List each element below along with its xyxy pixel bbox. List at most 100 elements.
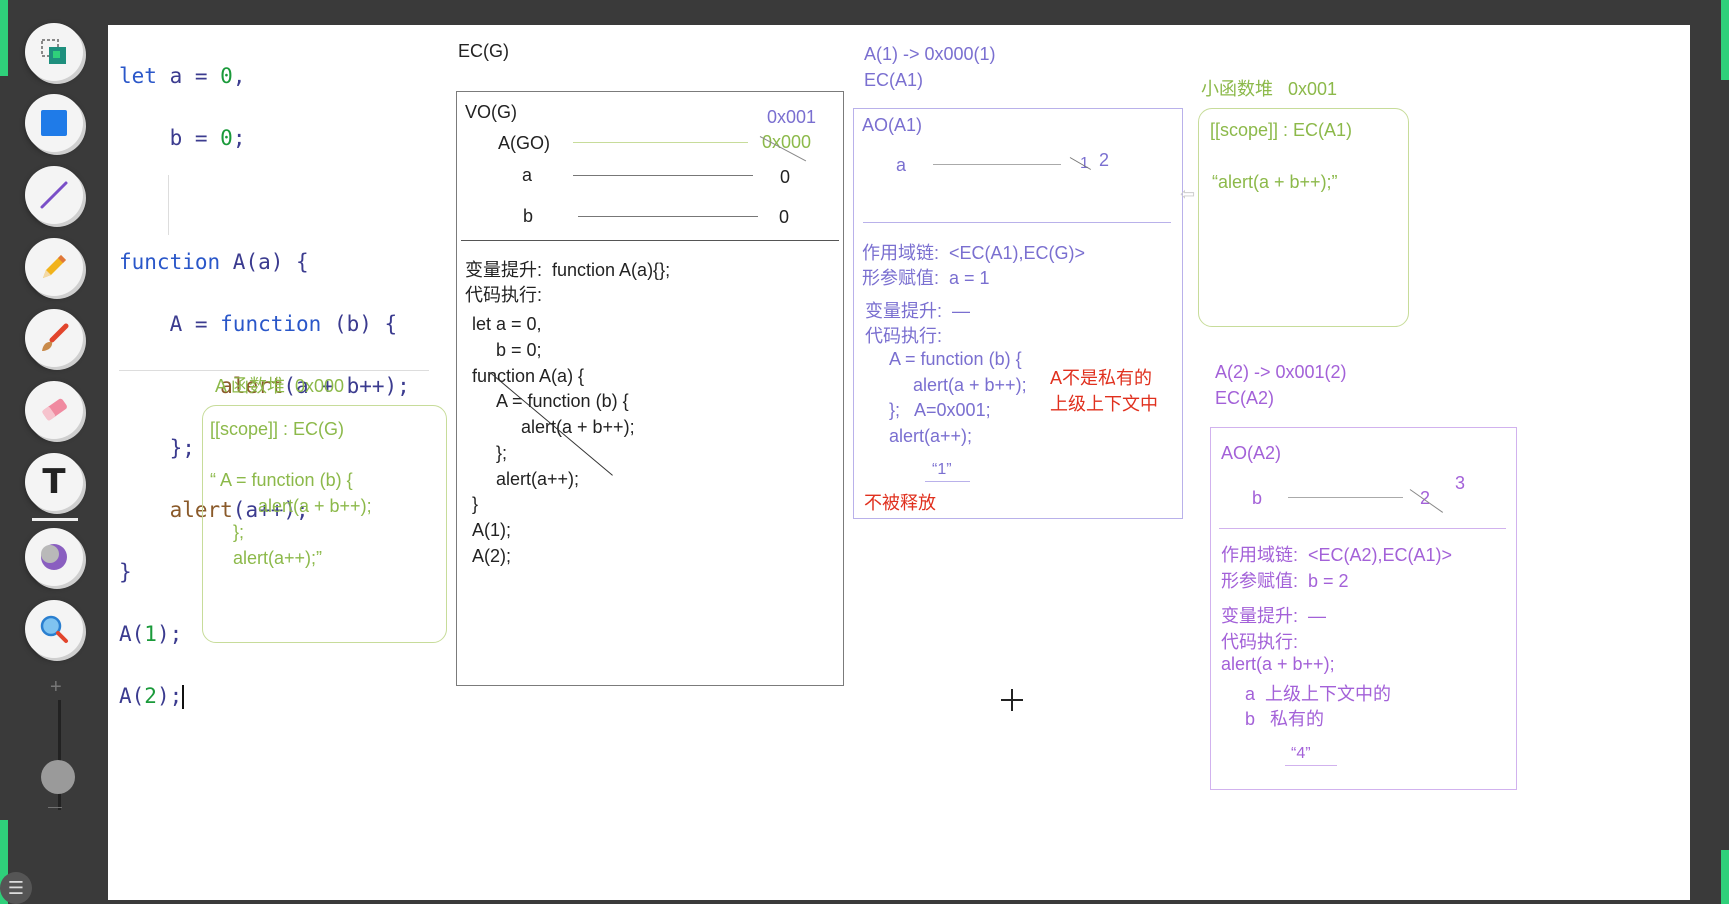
code-text: , [232,64,246,88]
a2-code-2: a 上级上下文中的 [1245,684,1392,704]
color-icon [41,544,67,570]
a1-output: “1” [932,461,952,478]
arrow-left-icon: ⇦ [1180,184,1196,204]
a2-call: A(2) -> 0x001(2) [1215,362,1347,382]
vog-b-line [578,216,758,217]
crosshair-cursor-icon [1001,689,1023,711]
code-current-line [119,370,429,371]
code-text: (b) { [321,312,398,336]
a2-output-underline [1285,765,1337,766]
code-text: ); [156,684,183,708]
code-number: 2 [144,684,157,708]
a1-hoist: 变量提升: — [865,301,971,321]
menu-icon[interactable]: ☰ [0,872,32,904]
color-tool[interactable] [25,528,83,586]
a2-code-1: alert(a + b++); [1221,654,1335,674]
slider-plus-icon[interactable]: + [50,676,62,698]
a2-output: “4” [1291,745,1311,762]
size-slider-track[interactable] [58,700,61,810]
line-tool[interactable] [25,166,83,224]
vog-b-value: 0 [779,207,790,227]
a1-ao: AO(A1) [862,115,923,135]
left-edge-accent-top [0,0,8,76]
ecg-code-3: function A(a) { [472,366,585,386]
code-line-6: }; [119,433,410,464]
ecg-box[interactable] [456,91,844,686]
code-text: }; [119,436,195,460]
menu-glyph: ☰ [7,877,25,898]
text-cursor [182,685,185,709]
brush-tool[interactable] [25,309,83,367]
ecg-hoist: 变量提升: function A(a){}; [465,260,671,280]
code-line-3: function A(a) { [119,247,410,278]
code-fn: alert [220,374,284,398]
a2-exec: 代码执行: [1221,632,1299,652]
code-text: A( [119,622,145,646]
ecg-addr-new: 0x001 [767,107,817,127]
ecg-code-8: } [472,494,479,514]
heap-a-code-1: “ A = function (b) { [210,470,353,490]
code-number: 1 [144,622,157,646]
magnifier-icon [40,615,68,643]
vog-label: VO(G) [465,102,517,122]
brush-icon [42,323,69,351]
ecg-addr-old: 0x000 [762,132,812,152]
heap-a-code-4: alert(a++);” [233,548,323,568]
rectangle-tool[interactable] [25,94,83,152]
text-tool-underline [32,518,78,521]
ecg-code-10: A(2); [472,546,512,566]
code-line-4: A = function (b) { [119,309,410,340]
heap-small-scope: [[scope]] : EC(A1) [1210,120,1353,140]
heap-a-title: A 函数堆 0x000 [215,376,345,396]
size-slider-handle[interactable] [41,760,75,794]
a1-call: A(1) -> 0x000(1) [864,44,996,64]
ecg-code-2: b = 0; [496,340,542,360]
heap-a-box[interactable] [202,405,447,643]
a2-box[interactable] [1210,427,1517,790]
heap-small-code: “alert(a + b++);” [1212,172,1338,192]
ago-link-line [573,142,748,143]
zoom-tool[interactable] [25,600,83,658]
code-number: 0 [220,64,233,88]
crosshair-v [1011,689,1013,711]
a2-b-label: b [1252,488,1263,508]
a1-code-4: alert(a++); [889,426,973,446]
a2-hoist: 变量提升: — [1221,606,1327,626]
kw-function: function [119,250,221,274]
a1-code-2: alert(a + b++); [913,375,1027,395]
a1-a-line [933,164,1061,165]
select-icon [41,39,66,64]
right-edge-accent-bottom [1721,850,1729,904]
a2-param: 形参赋值: b = 2 [1221,571,1349,591]
text-icon: T [42,462,66,502]
heap-a-code-3: }; [233,522,245,542]
pencil-tool[interactable] [25,238,83,296]
a2-scope-chain: 作用域链: <EC(A2),EC(A1)> [1221,545,1453,565]
code-line-5: alert(a + b++); [119,371,410,402]
eraser-tool[interactable] [25,381,83,439]
a1-box[interactable] [853,108,1183,519]
eraser-icon [42,398,67,421]
ecg-code-5: alert(a + b++); [521,417,635,437]
whiteboard-canvas[interactable] [108,25,1690,900]
a1-a-label: a [896,155,907,175]
heap-small-box[interactable] [1198,108,1409,327]
a1-param: 形参赋值: a = 1 [862,268,990,288]
text-tool[interactable]: T [25,453,83,511]
select-tool[interactable] [25,23,83,81]
code-text: a = [156,64,221,88]
a2-code-3: b 私有的 [1245,709,1325,729]
ecg-divider [461,240,839,241]
a1-note-not-private-1: A不是私有的 [1050,368,1153,388]
ecg-code-6: }; [496,443,508,463]
slider-minus-icon[interactable]: — [48,798,62,814]
a1-value-new: 2 [1099,150,1110,170]
a1-exec: 代码执行: [865,326,943,346]
a1-not-released: 不被释放 [864,493,936,513]
ecg-code-1: let a = 0, [472,314,542,334]
a1-code-3: }; A=0x001; [889,400,991,420]
code-line-7: alert(a++); [119,495,410,526]
code-line-2: b = 0; [119,123,410,154]
heap-a-code-2: alert(a + b++); [258,496,372,516]
code-text: (a + b++); [283,374,410,398]
